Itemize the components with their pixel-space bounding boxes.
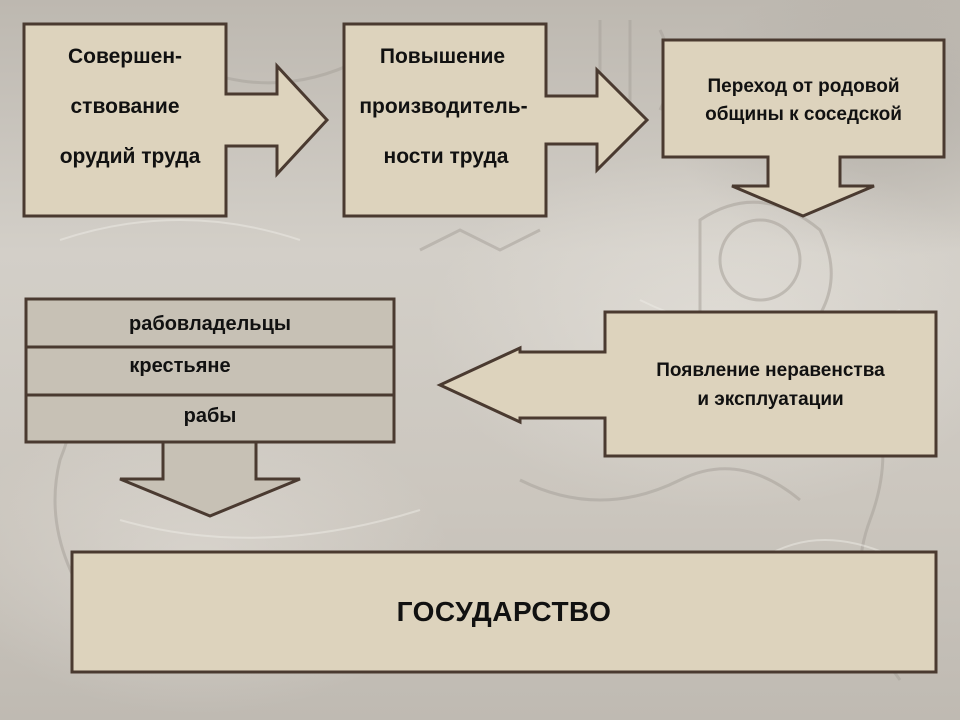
state-node: [70, 550, 938, 674]
class-layer: [24, 393, 396, 444]
tools-node: [22, 22, 330, 218]
class-label-peasants: крестьяне: [129, 355, 231, 377]
state-label: ГОСУДАРСТВО: [396, 596, 612, 627]
inequality-label-line2: и эксплуатации: [697, 389, 844, 410]
transition-node: [661, 38, 946, 218]
transition-label-line2: общины к соседской: [705, 104, 902, 125]
inequality-node: [436, 310, 938, 458]
class-label-slaveowners: рабовладельцы: [129, 313, 291, 335]
productivity-label-line1: Повышение: [379, 45, 506, 68]
tools-label-line1: Совершен-: [68, 45, 182, 68]
classes-stack: [24, 297, 396, 444]
transition-label-line1: Переход от родовой: [707, 76, 900, 97]
productivity-label-line2: производитель-: [359, 95, 528, 118]
classes-down-arrow: [119, 440, 301, 518]
productivity-label-line3: ности труда: [383, 145, 509, 168]
tools-label-line3: орудий труда: [59, 145, 201, 168]
tools-label-line2: ствование: [70, 95, 180, 118]
class-label-slaves: рабы: [183, 405, 237, 427]
inequality-label-line1: Появление неравенства: [656, 360, 885, 381]
productivity-node: [342, 22, 650, 218]
